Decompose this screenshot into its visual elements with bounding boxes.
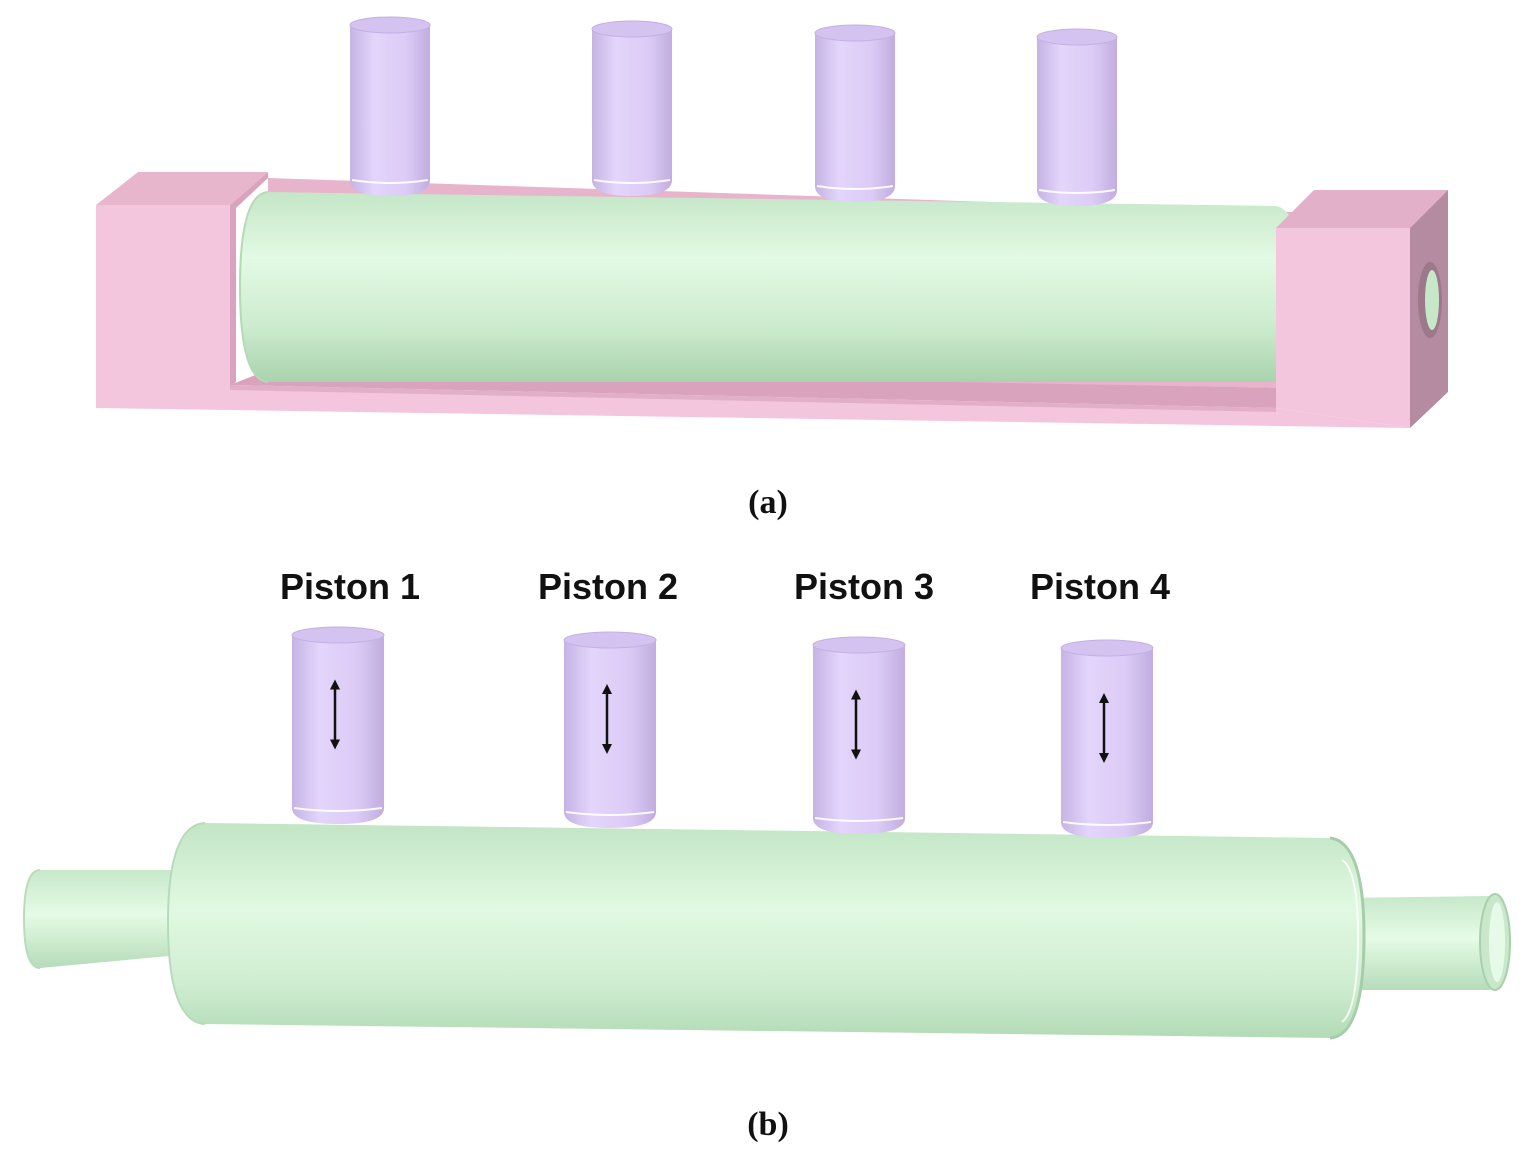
panel-a-assembly	[96, 16, 1448, 428]
piston-a-3	[814, 24, 896, 202]
caption-panel-b: (b)	[747, 1106, 789, 1143]
pistons-a	[349, 16, 1118, 206]
piston-a-4	[1036, 28, 1118, 206]
flow-tube-b	[166, 822, 1366, 1040]
outlet-stub	[1340, 893, 1511, 991]
housing-front-rail	[96, 385, 1410, 428]
flow-tube-a	[238, 191, 1302, 383]
pistons-b	[291, 626, 1154, 838]
piston-b-1	[291, 626, 385, 824]
caption-panel-a: (a)	[748, 484, 788, 521]
piston-4-label: Piston 4	[1029, 566, 1171, 607]
piston-3-label: Piston 3	[793, 566, 935, 607]
housing-left-block	[96, 172, 268, 408]
piston-a-1	[349, 16, 431, 196]
housing-rail-top	[230, 385, 1276, 412]
piston-2-label: Piston 2	[537, 566, 679, 607]
inlet-stub	[22, 869, 180, 969]
panel-b-assembly	[22, 626, 1511, 1040]
piston-b-3	[812, 636, 906, 834]
piston-a-2	[591, 20, 673, 196]
housing-right-block	[1276, 190, 1448, 428]
piston-b-2	[563, 631, 657, 828]
piston-b-4	[1060, 639, 1154, 838]
piston-1-label: Piston 1	[279, 566, 421, 607]
